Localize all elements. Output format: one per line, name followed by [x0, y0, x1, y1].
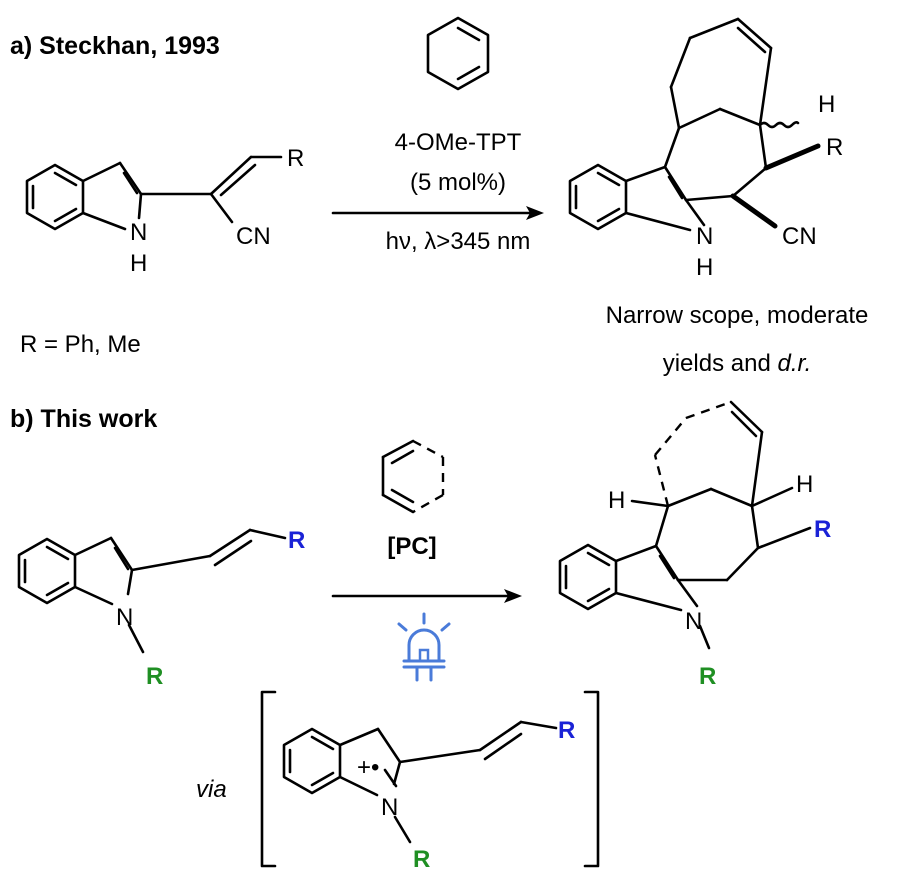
substituent-r: R: [826, 134, 843, 161]
atom-h: H: [796, 471, 813, 498]
cyclohexadiene-reagent-a: [426, 16, 490, 91]
atom-n: N: [696, 223, 713, 250]
r-definition: R = Ph, Me: [20, 331, 141, 358]
photocatalyst-label: [PC]: [387, 533, 436, 560]
nitrile-group: CN: [236, 223, 271, 250]
indole-acrylonitrile-substrate: [25, 155, 283, 231]
reaction-conditions: hν, λ>345 nm: [386, 228, 531, 255]
atom-h: H: [818, 91, 835, 118]
atom-h: H: [130, 250, 147, 277]
intermediate-brackets: [260, 690, 600, 868]
nitrile-group: CN: [782, 223, 817, 250]
atom-n: N: [381, 794, 398, 821]
note-line-2: yields and d.r.: [663, 350, 812, 377]
substituent-r-blue: R: [288, 527, 305, 554]
substituent-r-green: R: [699, 663, 716, 690]
atom-n: N: [685, 608, 702, 635]
atom-h: H: [608, 487, 625, 514]
diene-reagent-b: [381, 439, 445, 514]
substituent-r-green: R: [146, 663, 163, 690]
led-lamp-icon: [397, 612, 451, 682]
substituent-r: R: [287, 145, 304, 172]
reaction-arrow-a: [331, 206, 544, 220]
vinylindole-substrate: [17, 528, 287, 654]
section-b-title: b) This work: [10, 405, 157, 433]
radical-cation-symbol: +•: [357, 754, 379, 781]
catalyst-loading: (5 mol%): [410, 169, 506, 196]
carbazole-product-b: [558, 400, 812, 650]
atom-n: N: [116, 604, 133, 631]
substituent-r-blue: R: [814, 516, 831, 543]
atom-n: N: [130, 219, 147, 246]
substituent-r-blue: R: [558, 717, 575, 744]
reagent-catalyst: 4-OMe-TPT: [395, 129, 522, 156]
carbazole-product-a: [568, 17, 821, 232]
indole-radical-cation: [282, 720, 558, 844]
section-a-title: a) Steckhan, 1993: [10, 32, 220, 60]
atom-h: H: [696, 254, 713, 281]
note-line-1: Narrow scope, moderate: [606, 302, 869, 329]
substituent-r-green: R: [413, 846, 430, 872]
via-label: via: [196, 776, 227, 803]
reaction-arrow-b: [331, 589, 522, 603]
